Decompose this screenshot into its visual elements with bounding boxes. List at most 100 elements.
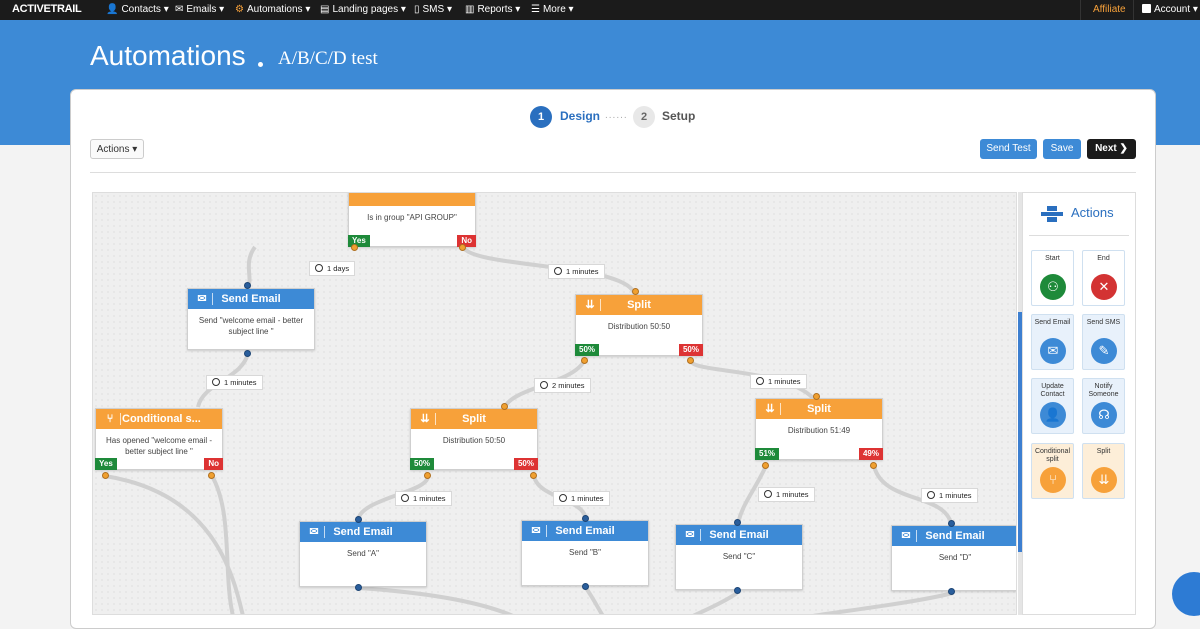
account-icon (1142, 4, 1151, 13)
nav-landing-pages[interactable]: ▤Landing pages ▾ (320, 4, 406, 15)
node-header: ⇊Split (411, 409, 537, 429)
node-body: Has opened "welcome email - better subje… (106, 436, 212, 456)
nav-contacts[interactable]: 👤Contacts ▾ (106, 4, 169, 15)
nav-reports[interactable]: ▥Reports ▾ (465, 4, 521, 15)
split-a-badge[interactable]: 50% (410, 458, 435, 470)
node-split-main[interactable]: ⇊Split Distribution 50:50 50% 50% (575, 294, 703, 356)
delay-label[interactable]: 1 minutes (548, 264, 605, 279)
node-body: Send "B" (569, 548, 601, 557)
split-b-badge[interactable]: 49% (858, 448, 883, 460)
panel-divider (1029, 235, 1129, 236)
connector-dot[interactable] (424, 472, 431, 479)
node-group-condition[interactable]: Is in group "API GROUP" Yes No (348, 193, 476, 247)
step-design-number[interactable]: 1 (530, 106, 552, 128)
delay-label[interactable]: 1 minutes (553, 491, 610, 506)
user-icon: 👤 (106, 4, 119, 15)
next-button[interactable]: Next ❯ (1087, 139, 1136, 159)
no-badge[interactable]: No (204, 458, 223, 470)
node-header: ⇊Split (576, 295, 702, 315)
connector-dot[interactable] (582, 583, 589, 590)
delay-label[interactable]: 1 days (309, 261, 356, 276)
step-setup-number[interactable]: 2 (633, 106, 655, 128)
nav-emails[interactable]: ✉Emails ▾ (175, 4, 225, 15)
connector-dot[interactable] (948, 588, 955, 595)
step-setup-label[interactable]: Setup (662, 109, 696, 123)
delay-label[interactable]: 1 minutes (750, 374, 807, 389)
connector-dot[interactable] (870, 462, 877, 469)
connector (692, 591, 739, 614)
automation-name[interactable]: A/B/C/D test (278, 48, 378, 69)
tile-send-email[interactable]: Send Email ✉ (1031, 314, 1074, 370)
automation-canvas[interactable]: Is in group "API GROUP" Yes No ✉Send Ema… (92, 192, 1017, 615)
mail-icon: ✉ (197, 293, 207, 305)
logo[interactable]: ACTIVETRAIL (12, 3, 82, 15)
node-send-email-a[interactable]: ✉Send Email Send "A" (299, 521, 427, 587)
connector-dot[interactable] (948, 520, 955, 527)
node-send-email-b[interactable]: ✉Send Email Send "B" (521, 520, 649, 586)
node-header: ⑂Conditional s... (96, 409, 222, 429)
phone-icon: ▯ (414, 4, 420, 15)
step-design-label[interactable]: Design (560, 109, 601, 123)
connector-dot[interactable] (582, 515, 589, 522)
connector-dot[interactable] (734, 519, 741, 526)
connector (736, 465, 768, 524)
scrollbar-thumb[interactable] (1018, 312, 1022, 552)
connector-dot[interactable] (762, 462, 769, 469)
connector-dot[interactable] (355, 516, 362, 523)
tile-end[interactable]: End ✕ (1082, 250, 1125, 306)
canvas-scrollbar[interactable] (1018, 192, 1022, 615)
connector-dot[interactable] (734, 587, 741, 594)
tile-start[interactable]: Start ⚇ (1031, 250, 1074, 306)
tile-split[interactable]: Split ⇊ (1082, 443, 1125, 499)
connector-dot[interactable] (244, 282, 251, 289)
node-split-left[interactable]: ⇊Split Distribution 50:50 50% 50% (410, 408, 538, 470)
actions-dropdown[interactable]: Actions ▾ (90, 139, 144, 159)
connector-dot[interactable] (208, 472, 215, 479)
split-b-badge[interactable]: 50% (678, 344, 703, 356)
delay-label[interactable]: 2 minutes (534, 378, 591, 393)
account-menu[interactable]: Account ▾ (1133, 0, 1200, 20)
clock-icon (559, 494, 567, 502)
connector-dot[interactable] (501, 403, 508, 410)
tile-update-contact[interactable]: Update Contact 👤 (1031, 378, 1074, 434)
clock-icon (212, 378, 220, 386)
connector-dot[interactable] (351, 244, 358, 251)
delay-label[interactable]: 1 minutes (758, 487, 815, 502)
split-icon: ⇊ (420, 413, 430, 425)
nav-automations[interactable]: ⚙Automations ▾ (235, 4, 311, 15)
yes-badge[interactable]: Yes (95, 458, 117, 470)
connector (210, 475, 235, 614)
split-a-badge[interactable]: 50% (575, 344, 600, 356)
nav-sms[interactable]: ▯SMS ▾ (414, 4, 452, 15)
node-split-right[interactable]: ⇊Split Distribution 51:49 51% 49% (755, 398, 883, 460)
tile-conditional-split[interactable]: Conditional split ⑂ (1031, 443, 1074, 499)
connector-dot[interactable] (687, 357, 694, 364)
save-button[interactable]: Save (1043, 139, 1081, 159)
node-send-email-d[interactable]: ✉Send Email Send "D" (891, 525, 1016, 591)
split-b-badge[interactable]: 50% (513, 458, 538, 470)
chat-widget-button[interactable] (1172, 572, 1200, 616)
affiliate-link[interactable]: Affiliate (1080, 0, 1138, 20)
delay-label[interactable]: 1 minutes (921, 488, 978, 503)
delay-label[interactable]: 1 minutes (395, 491, 452, 506)
nav-more[interactable]: ☰More ▾ (531, 4, 574, 15)
connector-dot[interactable] (813, 393, 820, 400)
connector-dot[interactable] (355, 584, 362, 591)
node-send-email-c[interactable]: ✉Send Email Send "C" (675, 524, 803, 590)
tile-send-sms[interactable]: Send SMS ✎ (1082, 314, 1125, 370)
split-a-badge[interactable]: 51% (755, 448, 780, 460)
split-icon: ⇊ (1091, 467, 1117, 493)
top-nav: ACTIVETRAIL 👤Contacts ▾ ✉Emails ▾ ⚙Autom… (0, 0, 1200, 20)
connector-dot[interactable] (244, 350, 251, 357)
connector-dot[interactable] (102, 472, 109, 479)
connector-dot[interactable] (581, 357, 588, 364)
send-test-button[interactable]: Send Test (980, 139, 1037, 159)
node-send-email-welcome[interactable]: ✉Send Email Send "welcome email - better… (187, 288, 315, 350)
delay-label[interactable]: 1 minutes (206, 375, 263, 390)
connector-dot[interactable] (632, 288, 639, 295)
node-body: Is in group "API GROUP" (367, 213, 457, 222)
tile-notify-someone[interactable]: Notify Someone ☊ (1082, 378, 1125, 434)
connector-dot[interactable] (530, 472, 537, 479)
connector-dot[interactable] (459, 244, 466, 251)
node-conditional-split[interactable]: ⑂Conditional s... Has opened "welcome em… (95, 408, 223, 470)
